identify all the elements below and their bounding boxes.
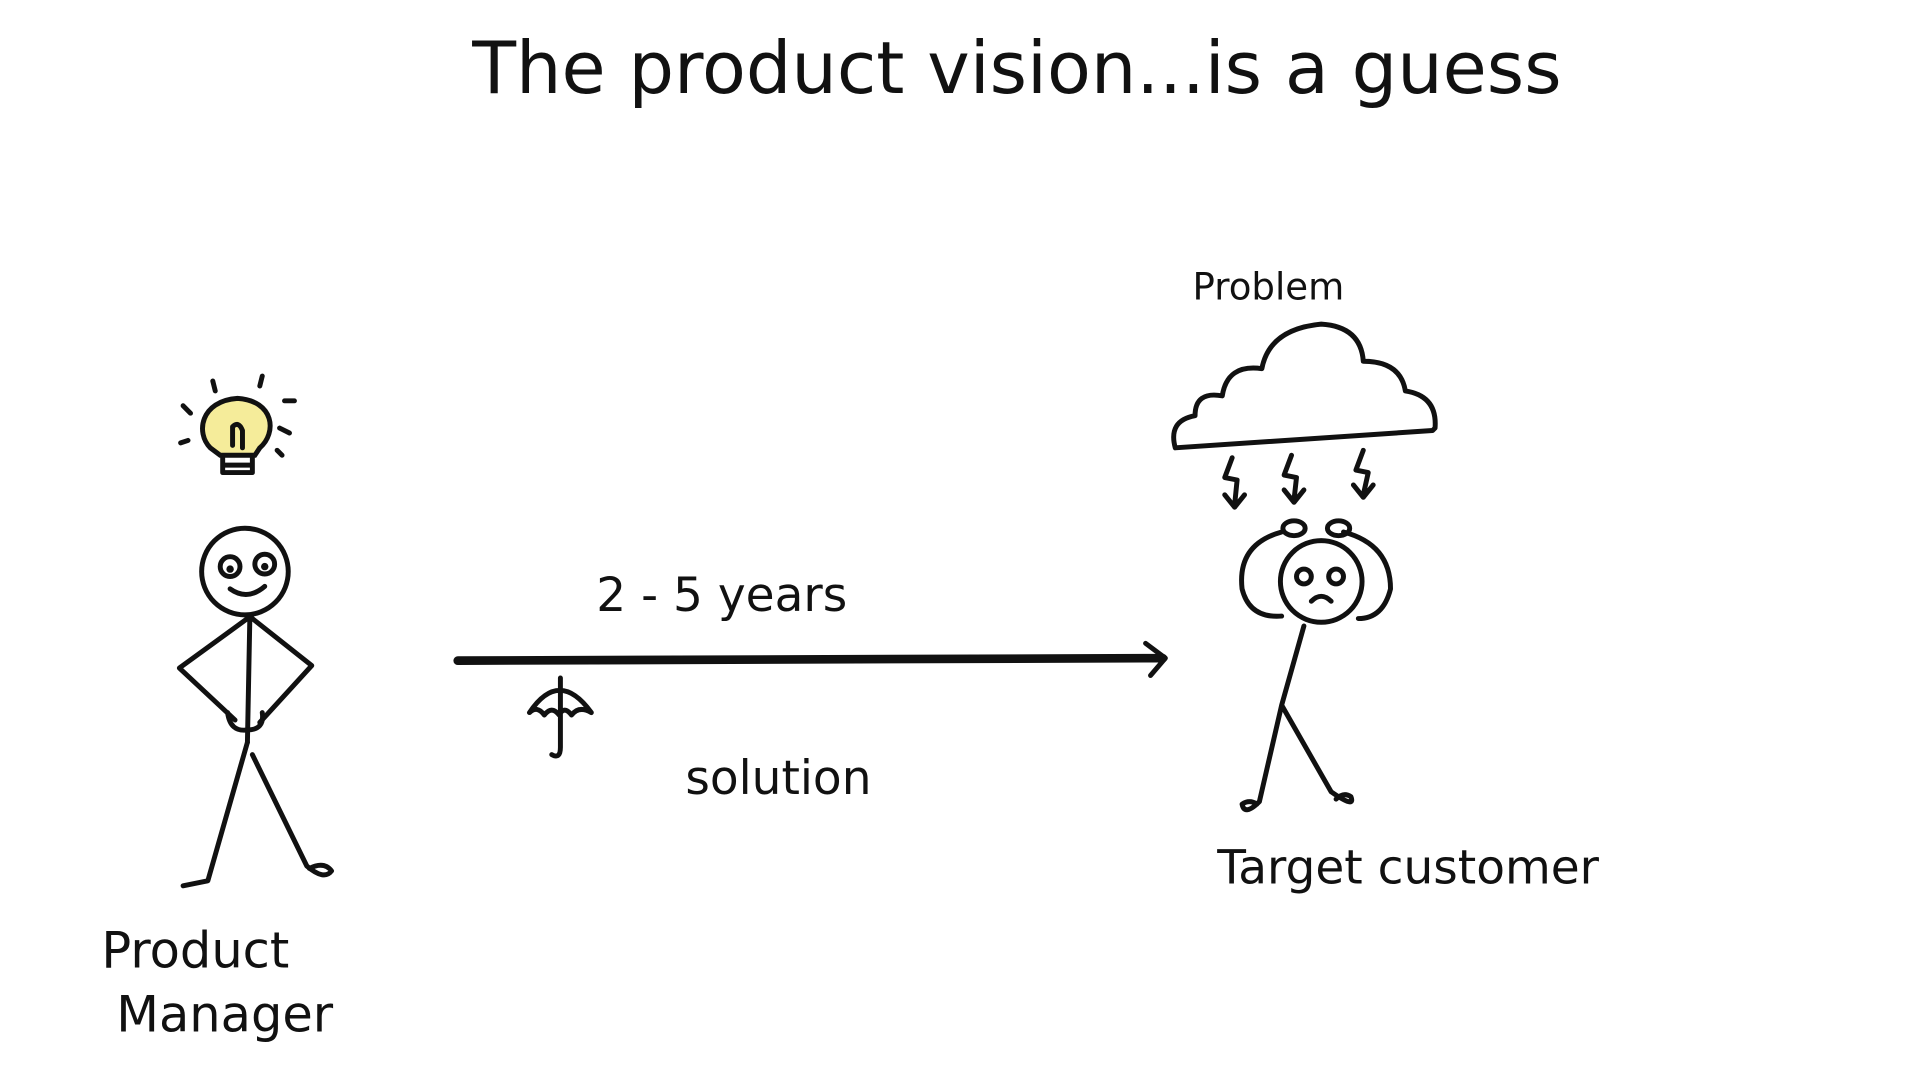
target-customer-figure: [1239, 518, 1393, 813]
title: The product vision...is a guess: [471, 26, 1561, 110]
product-label-line2: Manager: [116, 986, 333, 1044]
timeline-label: 2 - 5 years: [596, 568, 847, 623]
problem-label: Problem: [1193, 265, 1345, 308]
solution-label: solution: [685, 751, 871, 806]
storm-cloud-icon: [1171, 321, 1438, 510]
lightbulb-icon: [178, 373, 297, 476]
timeline-arrow: [453, 640, 1168, 678]
product-label-line1: Product: [101, 921, 289, 979]
target-customer-label: Target customer: [1216, 840, 1599, 895]
umbrella-icon: [527, 675, 594, 759]
product-manager-figure: [176, 525, 335, 889]
